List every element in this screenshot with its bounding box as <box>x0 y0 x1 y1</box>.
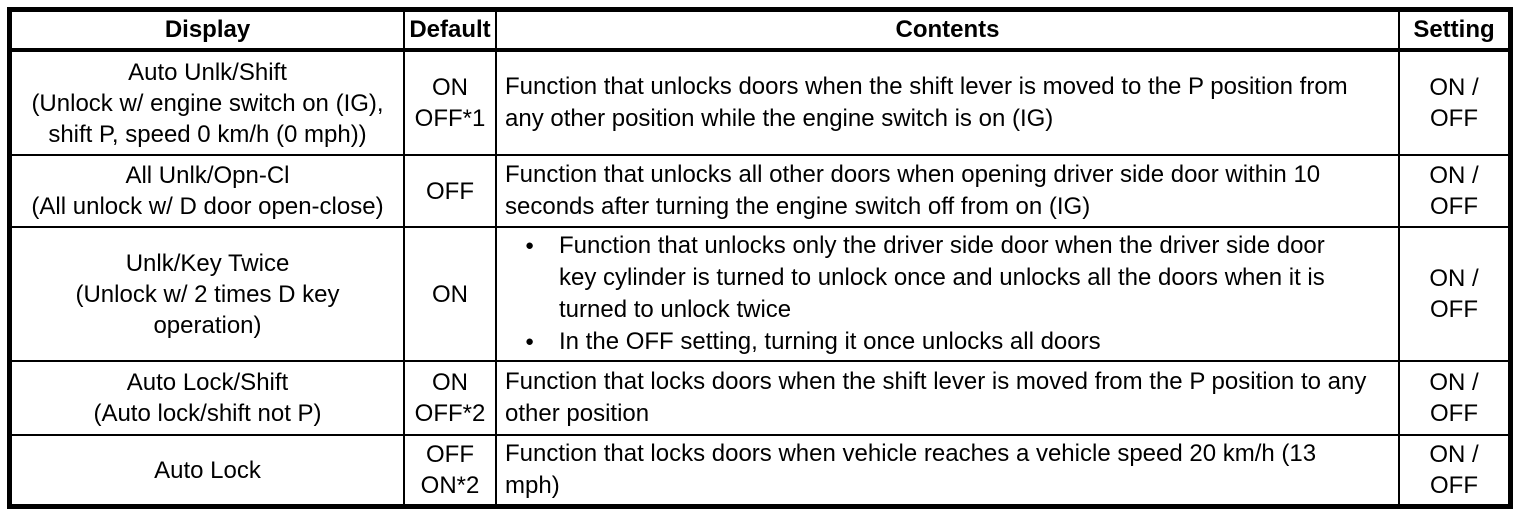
display-name: Unlk/Key Twice <box>125 249 290 277</box>
contents-cell: Function that locks doors when the shift… <box>496 361 1399 435</box>
display-name: Auto Lock <box>154 456 261 484</box>
setting-option: OFF <box>1430 400 1478 427</box>
display-cell: Auto Lock/Shift (Auto lock/shift not P) <box>11 361 404 435</box>
display-cell: Auto Unlk/Shift (Unlock w/ engine switch… <box>11 51 404 155</box>
door-lock-settings-table: Display Default Contents Setting Auto Un… <box>7 7 1513 509</box>
setting-option: ON / <box>1429 265 1479 292</box>
default-cell: ON <box>404 227 496 361</box>
setting-cell: ON / OFF <box>1399 361 1509 435</box>
table-row: All Unlk/Opn-Cl (All unlock w/ D door op… <box>11 155 1509 227</box>
contents-text: In the OFF setting, turning it once unlo… <box>559 328 1101 355</box>
display-name: Auto Unlk/Shift <box>128 58 287 86</box>
setting-cell: ON / OFF <box>1399 227 1509 361</box>
default-value: OFF*1 <box>414 105 486 132</box>
bullet-icon: ● <box>525 333 535 350</box>
header-row: Display Default Contents Setting <box>11 11 1509 51</box>
contents-text: Function that unlocks all other doors wh… <box>505 161 1321 220</box>
display-subtext: (All unlock w/ D door open-close) <box>31 193 384 220</box>
col-header-default: Default <box>404 11 496 51</box>
contents-text: Function that unlocks doors when the shi… <box>505 73 1348 132</box>
display-subtext: shift P, speed 0 km/h (0 mph)) <box>48 120 367 148</box>
col-header-display: Display <box>11 11 404 51</box>
contents-cell: Function that locks doors when vehicle r… <box>496 435 1399 505</box>
default-value: ON <box>432 74 468 101</box>
default-value: OFF <box>426 177 474 205</box>
col-header-setting: Setting <box>1399 11 1509 51</box>
table-row: Unlk/Key Twice (Unlock w/ 2 times D key … <box>11 227 1509 361</box>
bullet-icon: ● <box>525 237 535 254</box>
table-row: Auto Lock OFF ON*2 Function that locks d… <box>11 435 1509 505</box>
setting-option: OFF <box>1430 296 1478 323</box>
setting-option: OFF <box>1430 193 1478 220</box>
default-cell: OFF ON*2 <box>404 435 496 505</box>
setting-option: OFF <box>1430 105 1478 132</box>
bullet-list-item: ● In the OFF setting, turning it once un… <box>525 326 1368 358</box>
contents-text: Function that locks doors when the shift… <box>505 368 1367 427</box>
display-subtext: operation) <box>153 311 262 339</box>
display-name: All Unlk/Opn-Cl <box>125 162 290 189</box>
display-cell: Unlk/Key Twice (Unlock w/ 2 times D key … <box>11 227 404 361</box>
default-value: ON <box>432 369 468 396</box>
setting-option: ON / <box>1429 74 1479 101</box>
default-cell: ON OFF*1 <box>404 51 496 155</box>
display-name: Auto Lock/Shift <box>126 369 289 396</box>
default-cell: ON OFF*2 <box>404 361 496 435</box>
default-cell: OFF <box>404 155 496 227</box>
default-value: OFF <box>426 441 474 468</box>
setting-option: OFF <box>1430 472 1478 499</box>
col-header-contents: Contents <box>496 11 1399 51</box>
table-row: Auto Lock/Shift (Auto lock/shift not P) … <box>11 361 1509 435</box>
setting-option: ON / <box>1429 441 1479 468</box>
display-subtext: (Unlock w/ 2 times D key <box>75 280 340 308</box>
display-subtext: (Auto lock/shift not P) <box>93 400 322 427</box>
setting-cell: ON / OFF <box>1399 155 1509 227</box>
display-subtext: (Unlock w/ engine switch on (IG), <box>31 89 384 117</box>
contents-text: Function that locks doors when vehicle r… <box>505 440 1317 499</box>
display-cell: All Unlk/Opn-Cl (All unlock w/ D door op… <box>11 155 404 227</box>
setting-option: ON / <box>1429 162 1479 189</box>
contents-text: Function that unlocks only the driver si… <box>559 232 1325 323</box>
setting-option: ON / <box>1429 369 1479 396</box>
display-cell: Auto Lock <box>11 435 404 505</box>
contents-cell: Function that unlocks all other doors wh… <box>496 155 1399 227</box>
setting-cell: ON / OFF <box>1399 51 1509 155</box>
default-value: ON*2 <box>420 472 480 499</box>
setting-cell: ON / OFF <box>1399 435 1509 505</box>
contents-cell: Function that unlocks doors when the shi… <box>496 51 1399 155</box>
bullet-list-item: ● Function that unlocks only the driver … <box>525 230 1368 326</box>
table-row: Auto Unlk/Shift (Unlock w/ engine switch… <box>11 51 1509 155</box>
default-value: ON <box>432 280 468 308</box>
default-value: OFF*2 <box>414 400 486 427</box>
contents-cell: ● Function that unlocks only the driver … <box>496 227 1399 361</box>
